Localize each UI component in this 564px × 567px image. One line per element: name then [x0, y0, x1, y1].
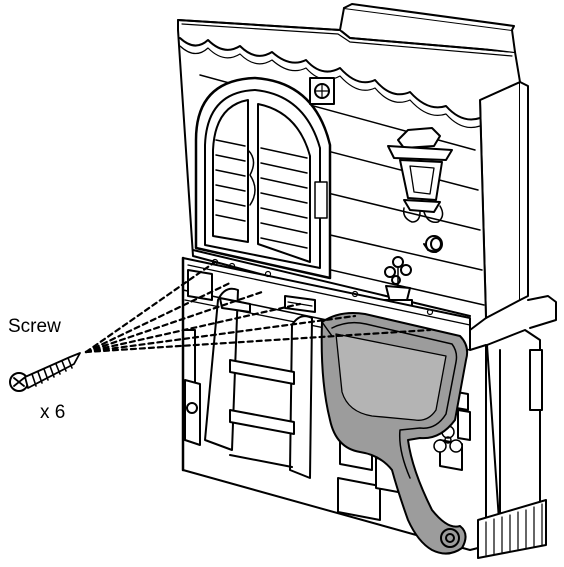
ladder-icon	[204, 287, 313, 479]
slide-icon	[320, 312, 469, 555]
lantern-icon	[387, 127, 453, 224]
screw-label: Screw	[8, 316, 61, 337]
side-panel	[479, 81, 557, 536]
shuttered-window-icon	[194, 76, 332, 280]
screw-icon	[9, 352, 81, 392]
vent-emblem	[309, 77, 335, 105]
knob	[423, 235, 443, 253]
screw-guide-lines	[84, 260, 432, 354]
screw-quantity-label: x 6	[40, 402, 66, 423]
